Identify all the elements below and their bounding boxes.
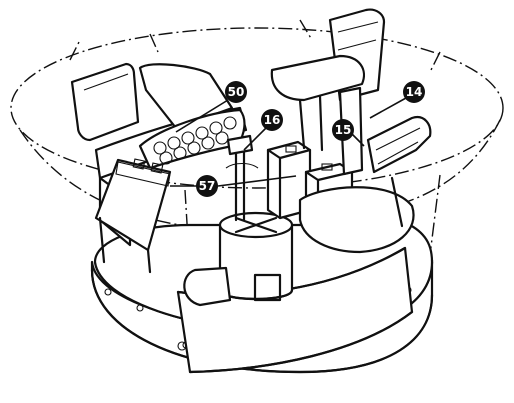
callout-50: 50 — [175, 81, 247, 133]
callout-57-label: 57 — [199, 179, 216, 193]
callout-15: 15 — [332, 119, 365, 147]
gunner-seat — [298, 116, 432, 254]
callout-57: 57 — [170, 175, 297, 197]
hull-outline — [10, 19, 504, 256]
center-post — [225, 134, 259, 222]
callout-14-label: 14 — [406, 85, 423, 99]
callout-16-label: 16 — [264, 113, 281, 127]
callout-14: 14 — [369, 81, 425, 119]
callout-15-label: 15 — [335, 123, 352, 137]
coil-drum — [183, 266, 282, 307]
callout-50-label: 50 — [228, 85, 245, 99]
commander-seat — [270, 8, 386, 176]
radio-set — [94, 158, 172, 274]
callout-16: 16 — [243, 109, 283, 151]
